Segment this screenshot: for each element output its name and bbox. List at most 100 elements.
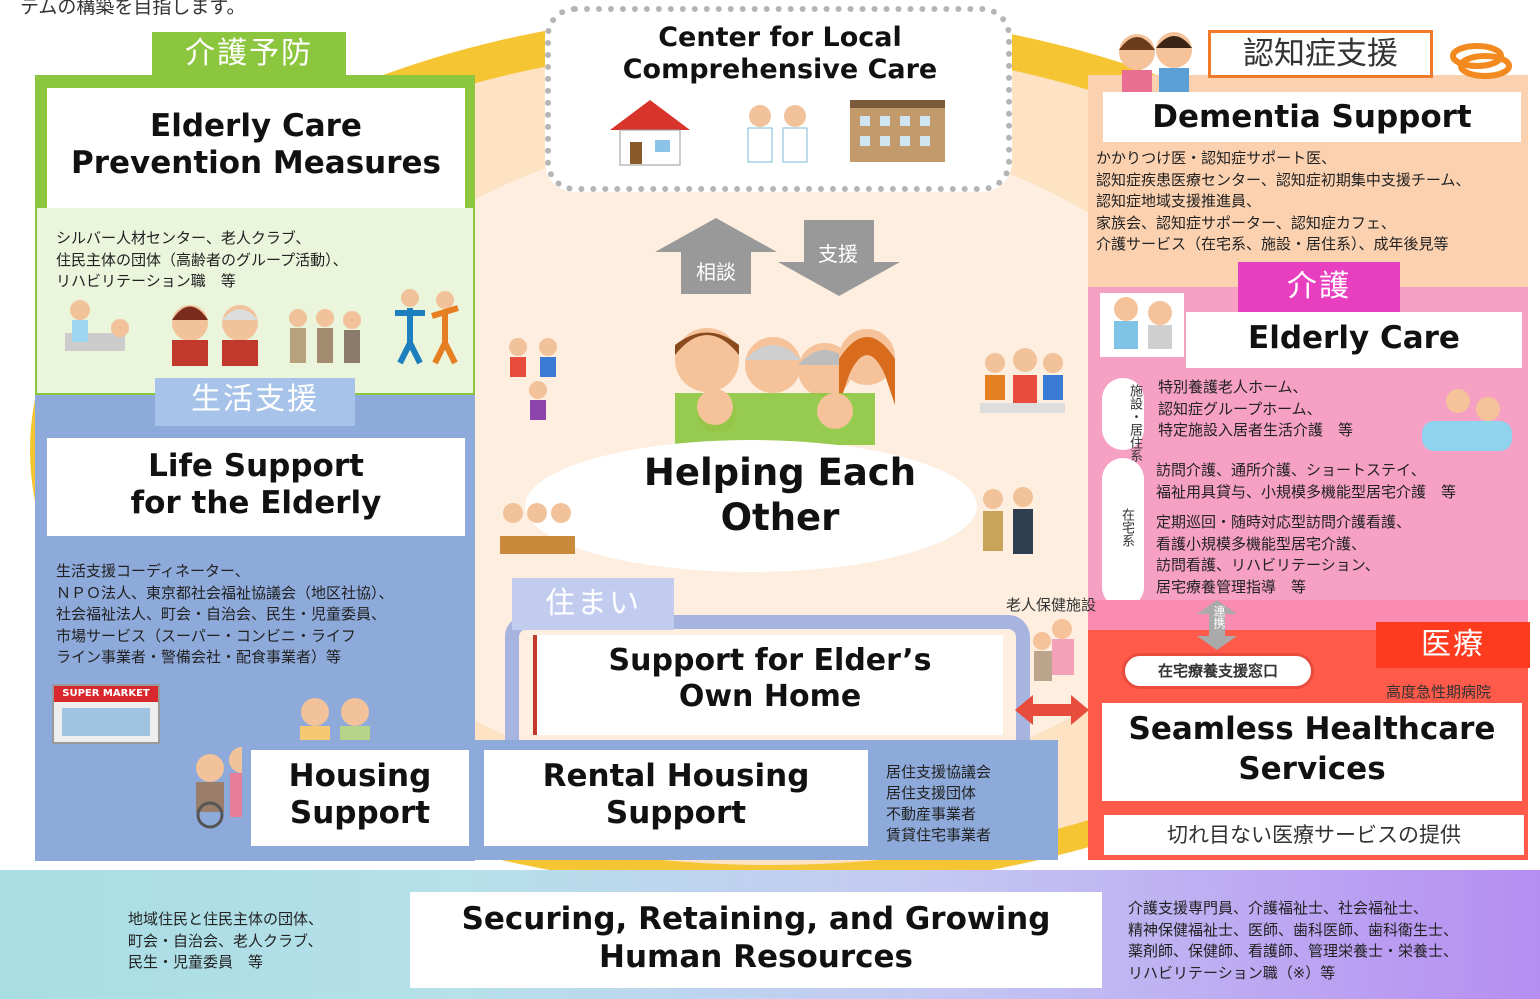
medical-title-line2: Services: [1238, 751, 1386, 787]
helping-title: Helping Each Other: [610, 450, 950, 540]
community-figures-couple: [983, 487, 1033, 554]
center-title: Center for Local Comprehensive Care: [560, 22, 1000, 87]
hr-right-line: リハビリテーション職（※）等: [1128, 963, 1336, 982]
hr-title-line1: Securing, Retaining, and Growing: [461, 901, 1051, 937]
life-support-text: 生活支援コーディネーター、 ＮＰＯ法人、東京都社会福祉協議会（地区社協）、 社会…: [56, 561, 394, 669]
care-facility-text: 特別養護老人ホーム、 認知症グループホーム、 特定施設入居者生活介護 等: [1158, 377, 1353, 442]
dementia-people-illustration: [1119, 32, 1192, 92]
family-illustration: [675, 328, 895, 445]
home-pill: [1102, 458, 1144, 608]
care-nurse-illustration: [1100, 293, 1184, 357]
hr-right-line: 薬剤師、保健師、看護師、管理栄養士・栄養士、: [1128, 942, 1459, 960]
community-figures-left: [509, 338, 557, 420]
dementia-line: 認知症地域支援推進員、: [1096, 192, 1262, 210]
housing-tag: 住まい: [512, 578, 674, 630]
prevention-title: Elderly Care Prevention Measures: [47, 88, 465, 208]
helping-title-line1: Helping Each: [643, 451, 917, 494]
center-icons-illustration: [610, 100, 945, 166]
intro-text: テムの構築を目指します。: [20, 0, 246, 18]
housing-line: 居住支援協議会: [886, 763, 992, 781]
life-support-line: 生活支援コーディネーター、: [56, 562, 250, 580]
housing-text: 居住支援協議会 居住支援団体 不動産事業者 賃貸住宅事業者: [886, 762, 991, 846]
care-facility-line: 特別養護老人ホーム、: [1158, 378, 1308, 396]
care-home-text-b: 定期巡回・随時対応型訪問介護看護、 看護小規模多機能型居宅介護、 訪問看護、リハ…: [1156, 512, 1411, 598]
prevention-title-line2: Prevention Measures: [70, 145, 442, 182]
housing-line: 居住支援団体: [886, 784, 977, 802]
life-support-title-line1: Life Support: [148, 448, 364, 484]
housing-support-title: Housing Support: [251, 750, 469, 846]
hr-right-line: 介護支援専門員、介護福祉士、社会福祉士、: [1128, 899, 1429, 917]
hr-right-text: 介護支援専門員、介護福祉士、社会福祉士、 精神保健福祉士、医師、歯科医師、歯科衛…: [1128, 898, 1458, 984]
housing-line: 不動産事業者: [886, 805, 977, 823]
hr-left-line: 民生・児童委員 等: [128, 953, 264, 971]
dementia-line: 認知症疾患医療センター、認知症初期集中支援チーム、: [1096, 170, 1471, 189]
care-home-line: 居宅療養管理指導 等: [1156, 577, 1307, 596]
geriatric-facility-illustration: [1033, 619, 1074, 681]
life-support-line: 社会福祉法人、町会・自治会、民生・児童委員、: [56, 605, 387, 623]
consult-label: 相談: [696, 260, 736, 284]
helping-title-line2: Other: [720, 496, 840, 539]
care-home-line: 訪問看護、リハビリテーション、: [1156, 556, 1380, 574]
prevention-text: シルバー人材センター、老人クラブ、 住民主体の団体（高齢者のグループ活動）、 リ…: [56, 228, 348, 293]
hr-left-text: 地域住民と住民主体の団体、 町会・自治会、老人クラブ、 民生・児童委員 等: [128, 909, 323, 974]
home-care-window: 在宅療養支援窓口: [1122, 653, 1314, 689]
double-arrow-icon: [1015, 695, 1089, 725]
life-support-tag: 生活支援: [155, 378, 355, 426]
care-title: Elderly Care: [1186, 312, 1522, 368]
supermarket-icon: SUPER MARKET: [52, 684, 160, 744]
arrow-down-icon: [778, 220, 900, 296]
arrow-up-icon: [655, 218, 777, 294]
helping-oval: [525, 440, 977, 572]
facility-pill: [1102, 378, 1144, 450]
center-title-line1: Center for Local: [658, 22, 902, 53]
housing-support-line1: Housing: [288, 758, 432, 794]
care-bath-illustration: [1422, 389, 1512, 451]
medical-caption: 切れ目ない医療サービスの提供: [1104, 815, 1524, 855]
dementia-tag: 認知症支援: [1208, 30, 1433, 78]
housing-support-line2: Support: [289, 795, 431, 832]
hr-left-line: 町会・自治会、老人クラブ、: [128, 931, 323, 950]
care-home-line: 福祉用具貸与、小規模多機能型居宅介護 等: [1156, 482, 1457, 501]
prevention-line: リハビリテーション職 等: [56, 272, 236, 290]
center-title-line2: Comprehensive Care: [622, 54, 938, 86]
prevention-line: 住民主体の団体（高齢者のグループ活動）、: [56, 250, 348, 269]
life-support-title: Life Support for the Elderly: [47, 438, 465, 536]
dementia-text: かかりつけ医・認知症サポート医、 認知症疾患医療センター、認知症初期集中支援チー…: [1096, 148, 1470, 256]
hr-title-line2: Human Resources: [599, 939, 913, 975]
community-figures-right: [980, 348, 1065, 413]
care-home-text-a: 訪問介護、通所介護、ショートステイ、 福祉用具貸与、小規模多機能型居宅介護 等: [1156, 460, 1456, 503]
own-home-title: Support for Elder’s Own Home: [533, 635, 1003, 735]
care-home-line: 看護小規模多機能型居宅介護、: [1156, 534, 1367, 553]
life-support-line: ライン事業者・警備会社・配食事業者）等: [56, 648, 342, 666]
prevention-line: シルバー人材センター、老人クラブ、: [56, 229, 311, 247]
hr-title: Securing, Retaining, and Growing Human R…: [410, 892, 1102, 988]
life-support-title-line2: for the Elderly: [130, 485, 382, 522]
home-label: 在宅系: [1119, 508, 1134, 547]
prevention-tag: 介護予防: [152, 32, 346, 80]
rental-housing-line2: Support: [605, 795, 747, 832]
rental-housing-title: Rental Housing Support: [484, 750, 868, 846]
prevention-title-line1: Elderly Care: [150, 108, 362, 144]
medical-title: Seamless Healthcare Services: [1102, 703, 1522, 801]
medical-title-line1: Seamless Healthcare: [1128, 711, 1496, 747]
life-support-line: 市場サービス（スーパー・コンビニ・ライフ: [56, 626, 356, 645]
dementia-line: 家族会、認知症サポーター、認知症カフェ、: [1096, 213, 1396, 232]
life-support-line: ＮＰＯ法人、東京都社会福祉協議会（地区社協）、: [56, 583, 394, 602]
orange-ring-icon: [1450, 43, 1512, 79]
own-home-title-line2: Own Home: [678, 679, 862, 714]
hr-right-line: 精神保健福祉士、医師、歯科医師、歯科衛生士、: [1128, 920, 1459, 939]
housing-line: 賃貸住宅事業者: [886, 826, 992, 844]
supermarket-sign: SUPER MARKET: [54, 686, 158, 702]
care-facility-line: 特定施設入居者生活介護 等: [1158, 421, 1354, 439]
link-label: 連携: [1212, 605, 1226, 629]
facility-label: 施設・居住系: [1127, 384, 1142, 462]
prevention-figures-illustration: [65, 289, 459, 366]
dementia-title: Dementia Support: [1103, 92, 1521, 142]
link-arrow-icon: [1197, 600, 1237, 650]
care-tag: 介護: [1238, 262, 1400, 312]
community-figures-table: [500, 503, 575, 554]
own-home-title-line1: Support for Elder’s: [608, 643, 932, 678]
care-facility-line: 認知症グループホーム、: [1158, 399, 1322, 418]
hospital-label: 高度急性期病院: [1386, 683, 1492, 701]
care-home-line: 訪問介護、通所介護、ショートステイ、: [1156, 461, 1426, 479]
